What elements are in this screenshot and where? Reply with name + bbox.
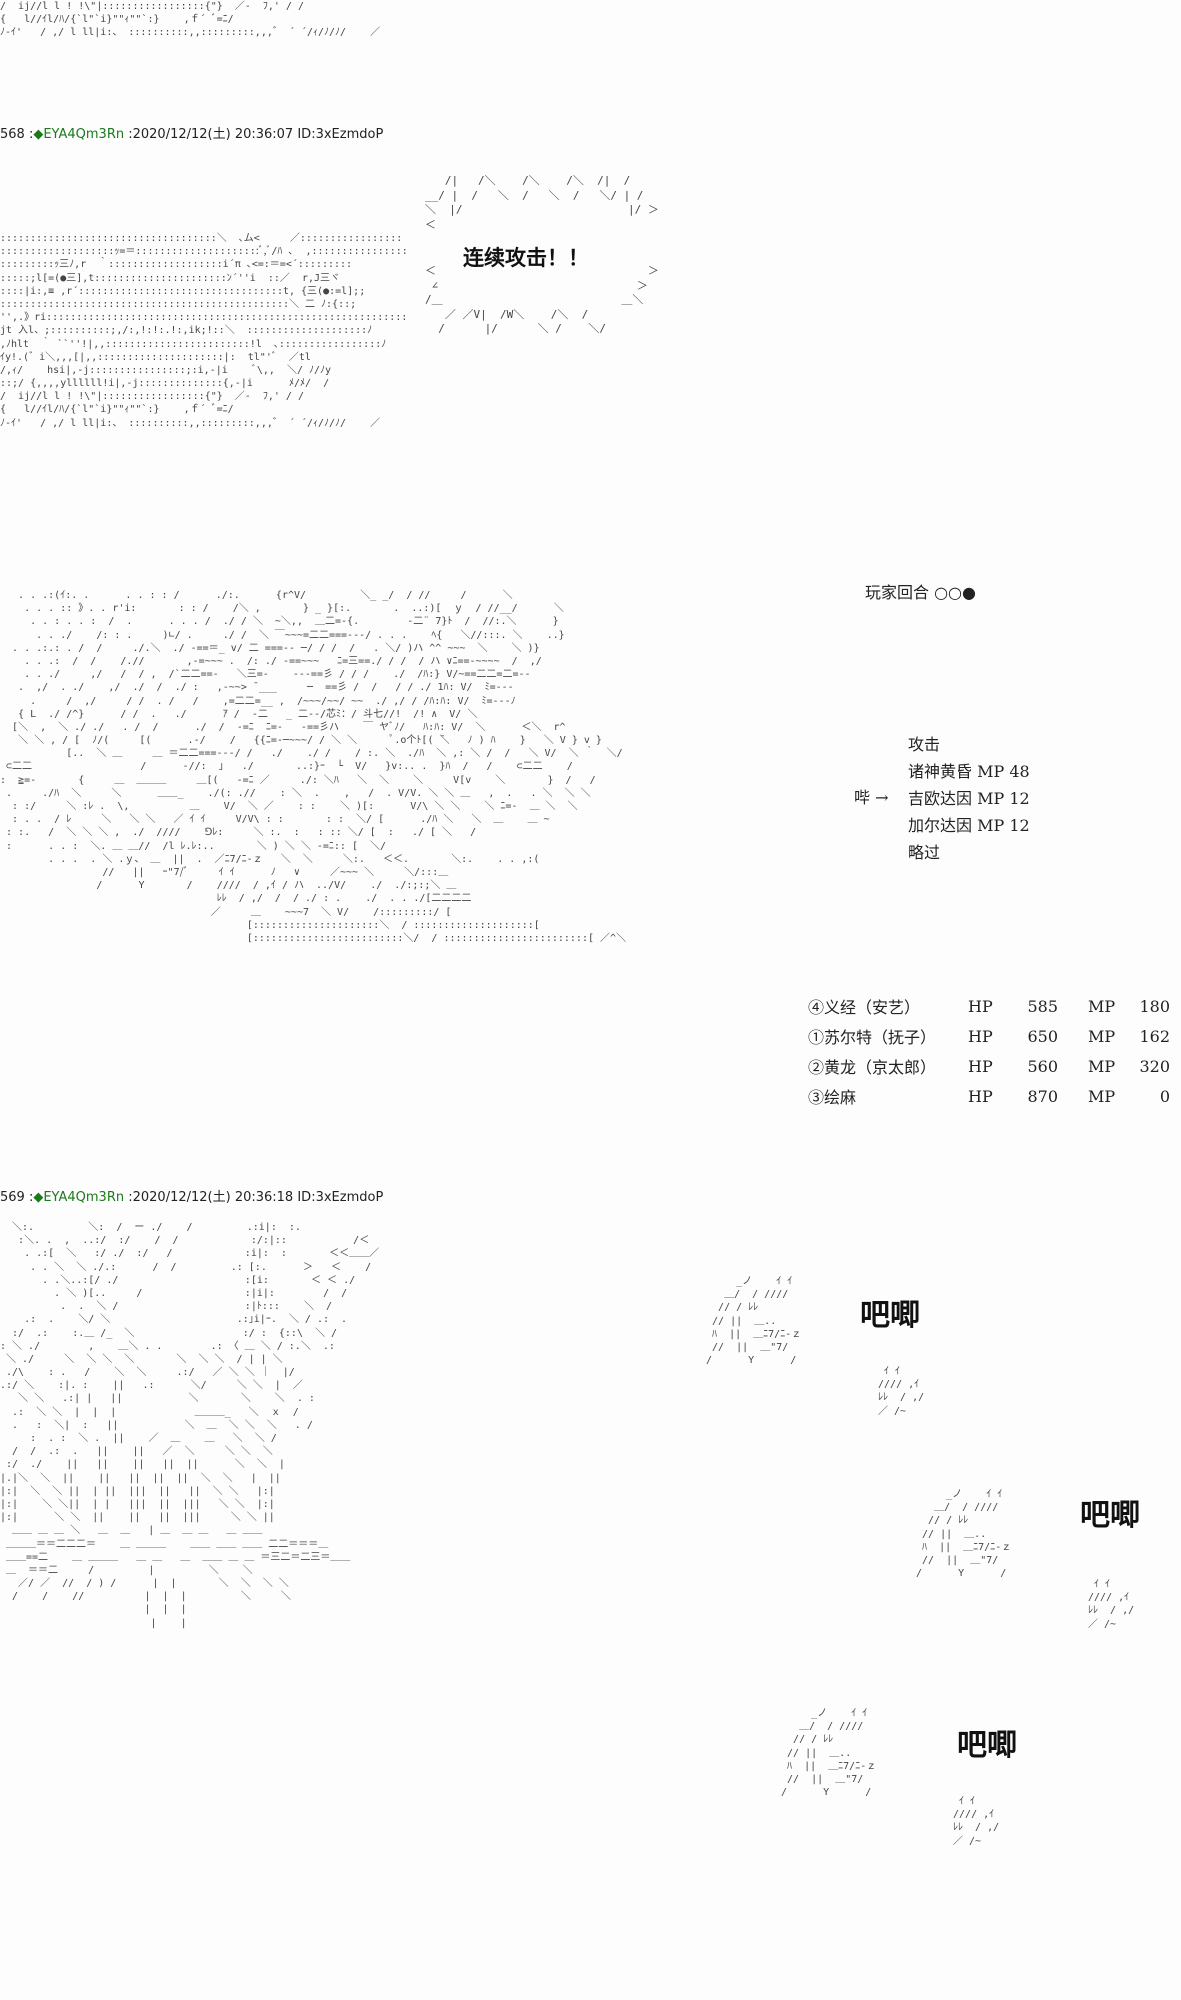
mp-value: 162 xyxy=(1139,1026,1170,1046)
post-id: ID:3xEzmdoP xyxy=(297,1190,384,1205)
post-header: 568 :◆EYA4Qm3Rn :2020/12/12(土) 20:36:07 … xyxy=(0,127,384,142)
skill-option-ziodyne[interactable]: 吉欧达因 MP 12 xyxy=(908,789,1030,808)
post-number: 568 xyxy=(0,127,25,142)
skill-option-skip[interactable]: 略过 xyxy=(908,843,941,862)
party-row: ④义经（安艺） HP 585 MP 180 xyxy=(808,991,1170,1021)
cursor-arrow: 哔 → xyxy=(854,788,889,807)
hp-label: HP xyxy=(968,1056,993,1076)
mp-value: 0 xyxy=(1159,1086,1170,1106)
sound-effect-text: 吧唧 xyxy=(1080,1498,1140,1533)
ascii-art-claw-tail: ｲ ｲ //// ,ｲ ﾚﾚ / ,/ ／ /~ xyxy=(1088,1579,1135,1630)
hp-label: HP xyxy=(968,996,993,1016)
turn-indicator: 玩家回合 ○○● xyxy=(865,583,976,602)
ascii-art-top-fragment: / ij//l l ! !\"|:::::::::::::::::{"} ／- … xyxy=(0,1,381,39)
mp-value: 180 xyxy=(1139,996,1170,1016)
hp-value: 870 xyxy=(1027,1086,1058,1106)
mp-value: 320 xyxy=(1139,1056,1170,1076)
ascii-art-claw-tail: ｲ ｲ //// ,ｲ ﾚﾚ / ,/ ／ /~ xyxy=(953,1796,1000,1847)
ascii-art-claw-slash: _ノ ｲ ｲ ＿/ / //// // / ﾚﾚ // || ＿.. ﾊ || … xyxy=(916,1489,1012,1580)
party-status-table: ④义经（安艺） HP 585 MP 180 ①苏尔特（抚子） HP 650 MP… xyxy=(808,991,1170,1111)
hp-value: 585 xyxy=(1027,996,1058,1016)
party-member-name: ①苏尔特（抚子） xyxy=(808,1028,937,1047)
trip-code: ◆EYA4Qm3Rn xyxy=(33,1190,125,1205)
post-header: 569 :◆EYA4Qm3Rn :2020/12/12(土) 20:36:18 … xyxy=(0,1190,384,1205)
ascii-art-dragon: . . .:(ｲ:. . . . : : / ./:. {r^V/ ＼_ _/ … xyxy=(0,590,627,944)
skill-option-garudyne[interactable]: 加尔达因 MP 12 xyxy=(908,816,1030,835)
party-row: ①苏尔特（抚子） HP 650 MP 162 xyxy=(808,1021,1170,1051)
mp-label: MP xyxy=(1088,1056,1116,1076)
hp-value: 650 xyxy=(1027,1026,1058,1046)
ascii-art-warriors: ＼:. ＼: / ー ./ / .:i|: :. :＼. . , ..:/ :/… xyxy=(0,1222,380,1629)
mp-label: MP xyxy=(1088,1086,1116,1106)
sound-effect-text: 吧唧 xyxy=(957,1728,1017,1763)
sound-effect-text: 吧唧 xyxy=(860,1298,920,1333)
ascii-art-claw-slash: _ノ ｲ ｲ ＿/ / //// // / ﾚﾚ // || ＿.. ﾊ || … xyxy=(706,1276,802,1367)
party-member-name: ③绘麻 xyxy=(808,1088,857,1107)
ascii-art-claw-tail: ｲ ｲ //// ,ｲ ﾚﾚ / ,/ ／ /~ xyxy=(878,1366,925,1417)
speech-bubble-frame-top: /| /＼ /＼ /＼ /| / __/ | / ＼ / ＼ / ＼/ | / … xyxy=(425,174,659,231)
skill-option-ragnarok[interactable]: 诸神黄昏 MP 48 xyxy=(908,762,1030,781)
hp-label: HP xyxy=(968,1026,993,1046)
post-date: 2020/12/12(土) 20:36:18 xyxy=(132,1190,294,1205)
post-number: 569 xyxy=(0,1190,25,1205)
mp-label: MP xyxy=(1088,1026,1116,1046)
party-row: ②黄龙（京太郎） HP 560 MP 320 xyxy=(808,1051,1170,1081)
ascii-art-portrait: ::::::::::::::::::::::::::::::::::::＼ ､ム… xyxy=(0,233,408,429)
post-id: ID:3xEzmdoP xyxy=(297,127,384,142)
party-member-name: ④义经（安艺） xyxy=(808,998,921,1017)
command-title: 攻击 xyxy=(908,735,941,754)
ascii-art-claw-slash: _ノ ｲ ｲ ＿/ / //// // / ﾚﾚ // || ＿.. ﾊ || … xyxy=(781,1708,877,1799)
hp-value: 560 xyxy=(1027,1056,1058,1076)
speech-bubble-text: 连续攻击！！ xyxy=(463,246,589,270)
party-row: ③绘麻 HP 870 MP 0 xyxy=(808,1081,1170,1111)
post-date: 2020/12/12(土) 20:36:07 xyxy=(132,127,294,142)
party-member-name: ②黄龙（京太郎） xyxy=(808,1058,937,1077)
trip-code: ◆EYA4Qm3Rn xyxy=(33,127,125,142)
hp-label: HP xyxy=(968,1086,993,1106)
speech-bubble-frame-bottom: ＜ ＞ ∠ ＞ /＿ ＿＼ ／ ／V| /W＼ /＼ / / |/ ＼ / ＼/ xyxy=(425,264,659,336)
mp-label: MP xyxy=(1088,996,1116,1016)
